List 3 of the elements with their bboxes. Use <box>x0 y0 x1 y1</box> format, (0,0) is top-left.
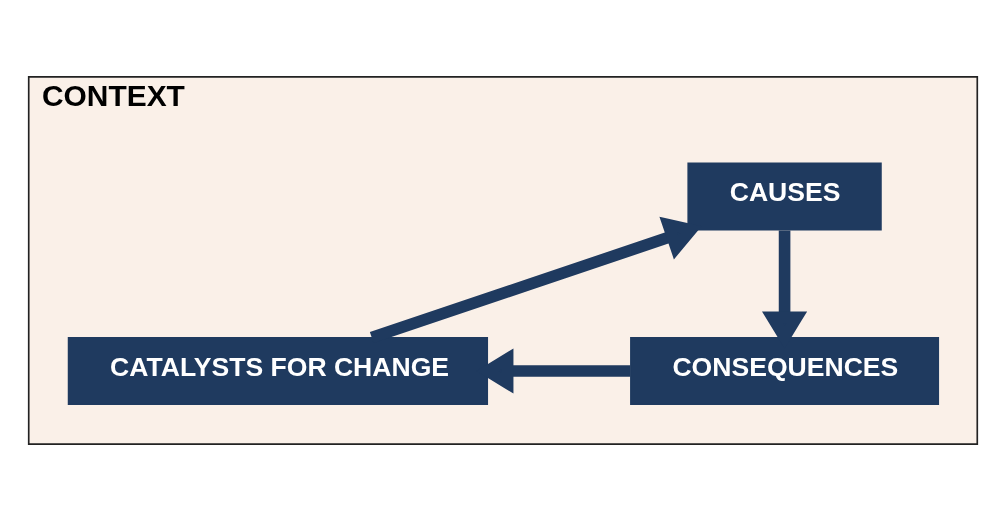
node-box: CONSEQUENCES <box>630 336 940 406</box>
node-box: CATALYSTS FOR CHANGE <box>67 336 489 406</box>
node-box: CAUSES <box>687 162 882 231</box>
